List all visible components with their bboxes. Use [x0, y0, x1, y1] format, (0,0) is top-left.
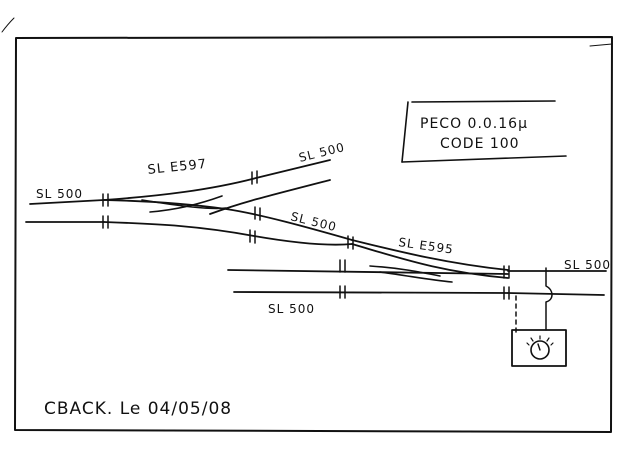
- label-middle: SL 500: [289, 209, 338, 234]
- track-middle-upper: [351, 239, 509, 271]
- label-turnout-left: SL E597: [147, 157, 208, 178]
- sheet-frame: [14, 36, 613, 433]
- track-main-right-lower: [507, 292, 605, 296]
- track-main-left: [29, 199, 105, 205]
- wire-loop: [545, 267, 553, 331]
- title-line-2: CODE 100: [440, 136, 520, 152]
- label-bottom: SL 500: [268, 302, 315, 316]
- label-main-left: SL 500: [36, 187, 83, 201]
- signature: CBACK. Le 04/05/08: [44, 399, 232, 419]
- rail-joiners: [102, 170, 510, 300]
- track-middle-lower: [351, 243, 509, 279]
- point-motor-dial-icon: [511, 329, 567, 367]
- turnout-left-lower-rail: [103, 221, 353, 246]
- corner-mark: [1, 17, 15, 33]
- turnout-left-lower-rail-2: [103, 199, 353, 241]
- track-siding-upper: [227, 269, 509, 275]
- track-network: [25, 159, 607, 333]
- title-box: PECO 0.0.16µ CODE 100: [401, 100, 567, 163]
- title-line-1: PECO 0.0.16µ: [420, 116, 528, 132]
- track-siding-lower: [233, 291, 509, 294]
- turnout-left-upper-rail: [103, 159, 331, 201]
- turnout-left-upper-rail-2: [209, 179, 331, 215]
- label-main-right: SL 500: [564, 258, 611, 272]
- corner-mark-right: [589, 43, 613, 47]
